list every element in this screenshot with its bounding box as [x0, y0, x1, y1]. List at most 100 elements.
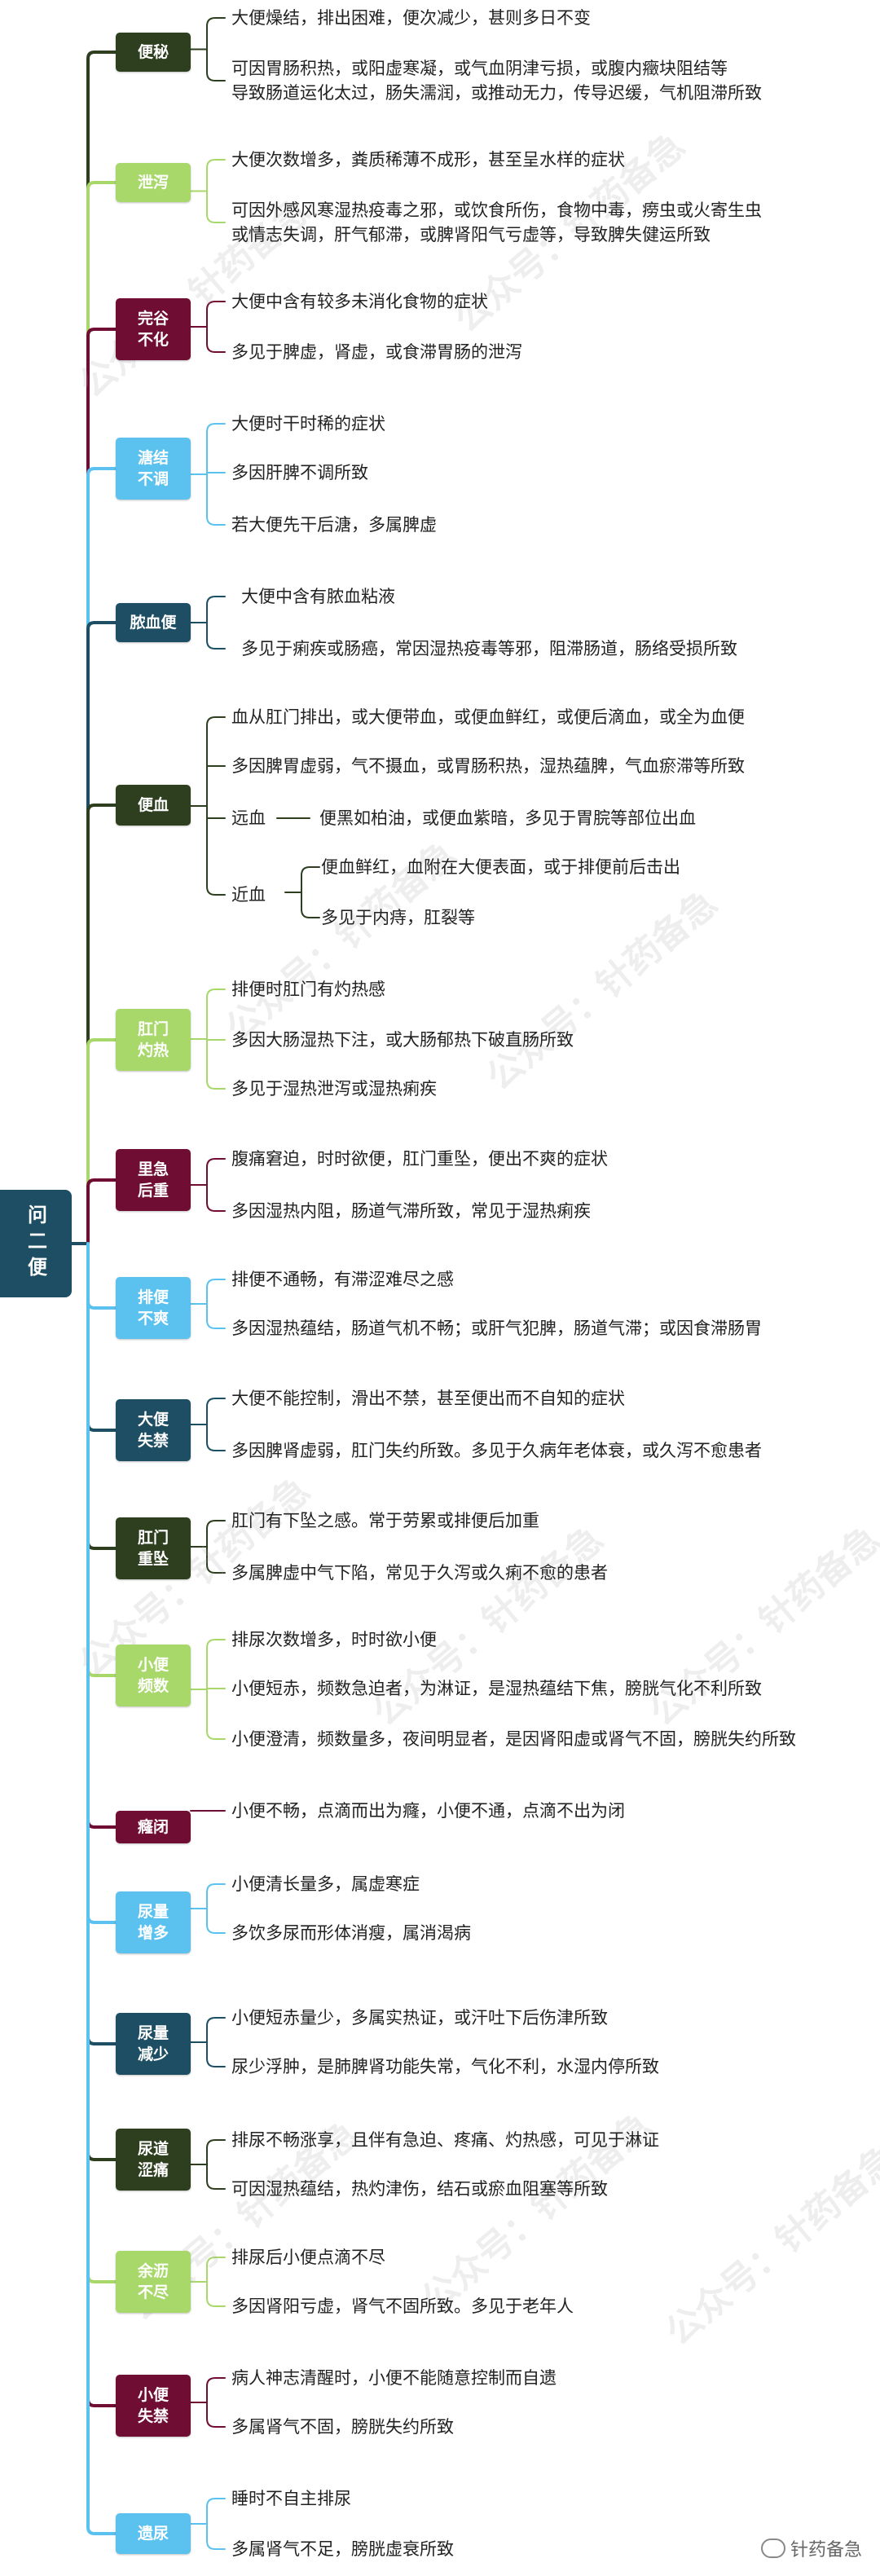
leaf-text: 排便不通畅，有滞涩难尽之感	[231, 1270, 454, 1289]
spine-4	[86, 621, 117, 1245]
category-label: 泄泻	[137, 174, 169, 192]
leaf-text: 尿少浮肿，是肺脾肾功能失常，气化不利，水湿内停所致	[231, 2057, 659, 2076]
leaf-text: 大便时干时稀的症状	[231, 414, 385, 434]
leaf-text: 排尿后小便点滴不尽	[231, 2248, 385, 2267]
leaf-text: 多因脾肾虚弱，肛门失约所致。多见于久病年老体衰，或久泻不愈患者	[231, 1441, 762, 1460]
category-node: 尿量 减少	[116, 2013, 191, 2075]
spine-9	[86, 1242, 117, 1432]
root-node: 问二便	[0, 1190, 72, 1297]
leaf-text: 多见于湿热泄泻或湿热痢疾	[231, 1079, 437, 1099]
leaf-bracket-13	[206, 1883, 226, 1934]
leaf-text: 腹痛窘迫，时时欲便，肛门重坠，便出不爽的症状	[231, 1149, 608, 1169]
leaf-text: 多属脾虚中气下陷，常见于久泻或久痢不愈的患者	[231, 1563, 608, 1583]
category-node: 溏结 不调	[116, 438, 191, 500]
spine-13	[86, 1242, 117, 1924]
category-label: 遗尿	[137, 2525, 169, 2543]
leaf-text: 血从肛门排出，或大便带血，或便血鲜红，或便后滴血，或全为血便	[231, 707, 745, 727]
leaf-text: 多因肾阳亏虚，肾气不固所致。多见于老年人	[231, 2296, 574, 2316]
leaf-text: 便血鲜红，血附在大便表面，或于排便前后击出	[321, 857, 680, 877]
leaf-text: 大便次数增多，粪质稀薄不成形，甚至呈水样的症状	[231, 150, 625, 170]
leaf-text: 多因湿热内阻，肠道气滞所致，常见于湿热痢疾	[231, 1201, 591, 1221]
category-label: 便秘	[137, 43, 169, 61]
category-label: 便血	[137, 796, 169, 814]
leaf-bracket-14	[206, 2017, 226, 2067]
category-node: 里急 后重	[116, 1149, 191, 1211]
leaf-text: 排尿不畅涨享，且伴有急迫、疼痛、灼热感，可见于淋证	[231, 2130, 659, 2150]
category-label: 小便 失禁	[137, 2386, 169, 2425]
category-label: 尿量 减少	[137, 2024, 169, 2063]
leaf-text: 肛门有下坠之感。常于劳累或排便后加重	[231, 1511, 539, 1530]
leaf-text: 小便清长量多，属虚寒症	[231, 1874, 420, 1894]
leaf-text: 可因胃肠积热，或阳虚寒凝，或气血阴津亏损，或腹内癥块阻结等 导致肠道运化太过，肠…	[231, 59, 762, 103]
spine-18	[86, 1242, 117, 2535]
category-node: 尿量 增多	[116, 1891, 191, 1953]
category-label: 肛门 重坠	[137, 1529, 169, 1568]
category-node: 肛门 灼热	[116, 1009, 191, 1071]
category-node: 泄泻	[116, 163, 191, 202]
spine-10	[86, 1242, 117, 1550]
leaf-text: 多因肝脾不调所致	[231, 463, 368, 482]
spine-0	[86, 51, 117, 1245]
leaf-bracket-17	[206, 2377, 226, 2428]
leaf-bracket-0	[206, 17, 226, 81]
spine-1	[86, 181, 117, 1245]
category-label: 尿量 增多	[137, 1903, 169, 1942]
spine-15	[86, 1242, 117, 2161]
category-node: 完谷 不化	[116, 298, 191, 360]
category-node: 小便 失禁	[116, 2375, 191, 2437]
category-label: 里急 后重	[137, 1160, 169, 1200]
spine-8	[86, 1242, 117, 1310]
leaf-text: 多因湿热蕴结，肠道气机不畅；或肝气犯脾，肠道气滞；或因食滞肠胃	[231, 1319, 762, 1338]
category-label: 癃闭	[137, 1818, 169, 1836]
category-label: 小便 频数	[137, 1656, 169, 1695]
leaf-bracket-7	[206, 1158, 226, 1212]
leaf-bracket-16	[206, 2257, 226, 2307]
leaf-text: 多饮多尿而形体消瘦，属消渴病	[231, 1923, 471, 1943]
spine-5	[86, 804, 117, 1245]
leaf-text: 多见于痢疾或肠癌，常因湿热疫毒等邪，阻滞肠道，肠络受损所致	[241, 639, 737, 658]
leaf-text: 小便短赤量少，多属实热证，或汗吐下后伤津所致	[231, 2008, 608, 2028]
leaf-bracket-10	[206, 1520, 226, 1574]
category-node: 便血	[116, 785, 191, 826]
leaf-text: 小便澄清，频数量多，夜间明显者，是因肾阳虚或肾气不固，膀胱失约所致	[231, 1729, 796, 1749]
leaf-text: 多见于脾虚，肾虚，或食滞胃肠的泄泻	[231, 342, 522, 362]
leaf-text: 可因外感风寒湿热疫毒之邪，或饮食所伤，食物中毒，痨虫或火寄生虫 或情志失调，肝气…	[231, 200, 762, 244]
category-label: 肛门 灼热	[137, 1020, 169, 1059]
near-bracket	[301, 866, 320, 918]
category-label: 脓血便	[130, 614, 177, 632]
leaf-text: 大便中含有较多未消化食物的症状	[231, 292, 488, 311]
leaf-text: 可因湿热蕴结，热灼津伤，结石或瘀血阻塞等所致	[231, 2179, 608, 2199]
leaf-bracket-2	[206, 301, 226, 353]
category-node: 大便 失禁	[116, 1399, 191, 1461]
leaf-text: 大便不能控制，滑出不禁，甚至便出而不自知的症状	[231, 1389, 625, 1408]
category-node: 余沥 不尽	[116, 2251, 191, 2313]
leaf-bracket-8	[206, 1279, 226, 1329]
spine-12	[86, 1242, 117, 1829]
leaf-text: 排便时肛门有灼热感	[231, 980, 385, 999]
spine-7	[86, 1178, 117, 1245]
leaf-text: 大便燥结，排出困难，便次减少，甚则多日不变	[231, 8, 591, 28]
category-label: 溏结 不调	[137, 449, 169, 488]
near-blood-label: 近血	[231, 885, 266, 905]
leaf-bracket-5	[206, 716, 226, 896]
leaf-bracket-1	[206, 159, 226, 223]
spine-17	[86, 1242, 117, 2407]
leaf-text: 多因大肠湿热下注，或大肠郁热下破直肠所致	[231, 1030, 574, 1050]
category-node: 排便 不爽	[116, 1277, 191, 1339]
leaf-bracket-4	[206, 596, 226, 650]
leaf-text: 小便短赤，频数急迫者，为淋证，是湿热蕴结下焦，膀胱气化不利所致	[231, 1679, 762, 1698]
leaf-bracket-18	[206, 2498, 226, 2550]
leaf-bracket-3	[206, 423, 226, 526]
category-node: 癃闭	[116, 1811, 191, 1843]
wechat-icon	[760, 2539, 785, 2558]
leaf-text: 大便中含有脓血粘液	[241, 587, 395, 606]
category-node: 便秘	[116, 33, 191, 72]
distant-blood-label: 远血	[231, 808, 266, 828]
leaf-text: 若大便先干后溏，多属脾虚	[231, 515, 437, 535]
spine-3	[86, 467, 117, 1245]
category-node: 小便 频数	[116, 1645, 191, 1706]
leaf-text: 便黑如柏油，或便血紫暗，多见于胃脘等部位出血	[319, 808, 696, 828]
category-label: 排便 不爽	[137, 1288, 169, 1328]
spine-6	[86, 1038, 117, 1245]
category-label: 完谷 不化	[137, 310, 169, 349]
